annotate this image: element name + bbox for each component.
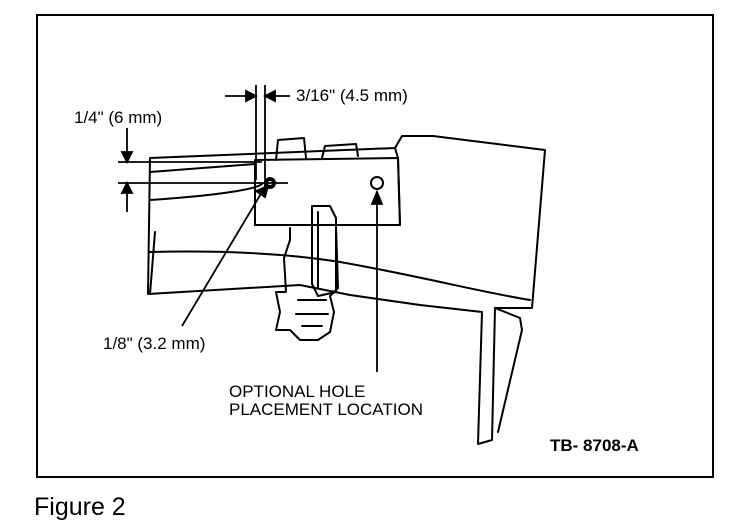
connector-body <box>275 225 339 341</box>
label-width-offset: 3/16" (4.5 mm) <box>296 86 408 105</box>
bracket-tab-right <box>321 143 359 159</box>
leader-hole-shaft <box>181 191 263 327</box>
panel-fold <box>149 231 156 295</box>
dim-arrow-left-head <box>245 89 259 103</box>
panel-lower-edge <box>494 307 523 433</box>
figure-caption: Figure 2 <box>34 493 126 521</box>
dim-arrow-right-head <box>262 89 276 103</box>
bracket-tab-left <box>275 137 307 161</box>
connector-detail <box>295 299 329 327</box>
panel-contour-upper <box>149 163 256 173</box>
bracket-body <box>254 157 401 226</box>
panel-contour-lower <box>149 250 531 301</box>
leader-optional-head <box>370 189 384 205</box>
dim-arrow-down-head <box>120 180 134 194</box>
dim-arrow-up-head <box>120 151 134 165</box>
panel-swoop <box>149 183 263 201</box>
label-hole-diameter: 1/8" (3.2 mm) <box>103 334 206 353</box>
reference-code: TB- 8708-A <box>550 436 639 455</box>
panel-outline <box>147 135 546 445</box>
label-optional-hole-line2: PLACEMENT LOCATION <box>229 400 423 419</box>
figure-frame <box>36 14 714 478</box>
leader-hole-head <box>254 184 270 199</box>
optional-hole-icon <box>370 176 384 190</box>
label-height-offset: 1/4" (6 mm) <box>74 108 163 127</box>
label-optional-hole-line1: OPTIONAL HOLE <box>229 382 366 401</box>
connector-clip <box>311 205 337 297</box>
